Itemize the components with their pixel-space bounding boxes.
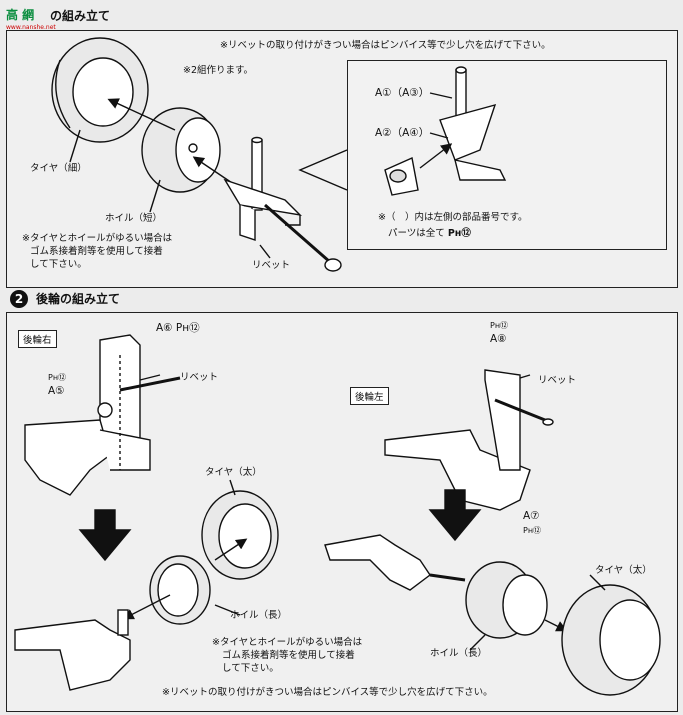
section1-title: の組み立て [50, 9, 111, 23]
rivet-note-2: ※リベットの取り付けがきつい場合はピンバイス等で少し穴を広げて下さい。 [162, 687, 493, 698]
loose-note-2-line2: ゴム系接着剤等を使用して接着 [222, 650, 355, 661]
ph12-label-a: Pʜ⑫ [48, 373, 67, 382]
wheel-long-label-a: ホイル（長） [230, 610, 288, 621]
ph12-label-c: Pʜ⑫ [523, 526, 542, 535]
watermark-url: www.nanshe.net [6, 24, 56, 31]
part-a1-label: A①（A③） [375, 87, 430, 99]
tire-thin-label: タイヤ（細） [30, 163, 87, 174]
loose-note-1-line2: ゴム系接着剤等を使用して接着 [30, 246, 163, 257]
tire-thick-label-a: タイヤ（太） [205, 467, 262, 478]
part-a8-label: A⑧ [490, 333, 507, 345]
loose-note-2-line3: して下さい。 [222, 663, 279, 674]
wheel-long-label-b: ホイル（長） [430, 648, 488, 659]
tire-thick-label-b: タイヤ（太） [595, 565, 652, 576]
watermark-logo: 高 網 [6, 8, 35, 22]
ph12-label-b: Pʜ⑫ [490, 321, 509, 330]
rear-left-tag: 後輪左 [350, 387, 389, 405]
step-number: 2 [10, 290, 28, 308]
inset-parts-text: パーツは全て [388, 228, 445, 239]
rivet-note-1: ※リベットの取り付けがきつい場合はピンバイス等で少し穴を広げて下さい。 [220, 40, 551, 51]
inset-panel [347, 60, 667, 250]
rear-right-tag: 後輪右 [18, 330, 57, 348]
inset-paren-note: ※（ ）内は左側の部品番号です。 [378, 212, 528, 223]
rivet-label-1: リベット [252, 260, 291, 271]
loose-note-2-line1: ※タイヤとホイールがゆるい場合は [212, 637, 363, 648]
wheel-short-label: ホイル（短） [105, 213, 163, 224]
inset-parts-note: パーツは全て Pʜ⑫ [388, 228, 471, 240]
loose-note-1-line1: ※タイヤとホイールがゆるい場合は [22, 233, 173, 244]
rivet-label-3: リベット [538, 375, 577, 386]
part-a7-label: A⑦ [523, 510, 540, 522]
loose-note-1-line3: して下さい。 [30, 259, 87, 270]
make-two-note: ※2組作ります。 [183, 65, 254, 76]
part-a5-label: A⑤ [48, 385, 65, 397]
part-a6-label: A⑥ Pʜ⑫ [156, 322, 200, 334]
part-a2-label: A②（A④） [375, 127, 430, 139]
inset-parts-code: Pʜ⑫ [447, 228, 471, 239]
section2-title: 後輪の組み立て [36, 292, 121, 306]
rivet-label-2: リベット [180, 372, 219, 383]
